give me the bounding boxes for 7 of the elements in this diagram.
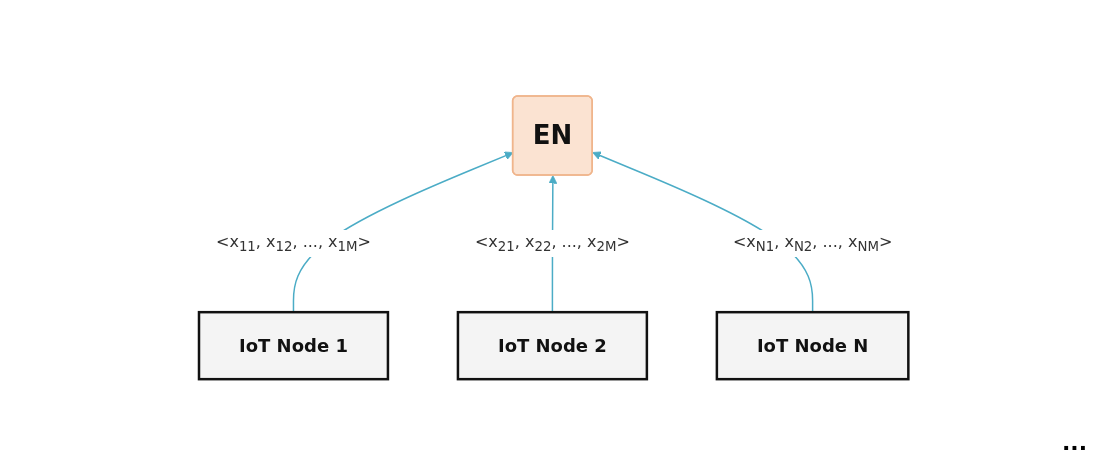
edge-label: <x$_{11}$, x$_{12}$, ..., x$_{1M}$> — [215, 231, 371, 255]
node-box: IoT Node N — [715, 310, 910, 381]
edge-label: <x$_{N1}$, x$_{N2}$, ..., x$_{NM}$> — [732, 231, 893, 255]
node-box: IoT Node 2 — [456, 310, 648, 381]
node-box: IoT Node 1 — [197, 310, 389, 381]
edge-label: <x$_{21}$, x$_{22}$, ..., x$_{2M}$> — [474, 231, 630, 255]
ellipsis-text: ... — [1061, 430, 1087, 455]
